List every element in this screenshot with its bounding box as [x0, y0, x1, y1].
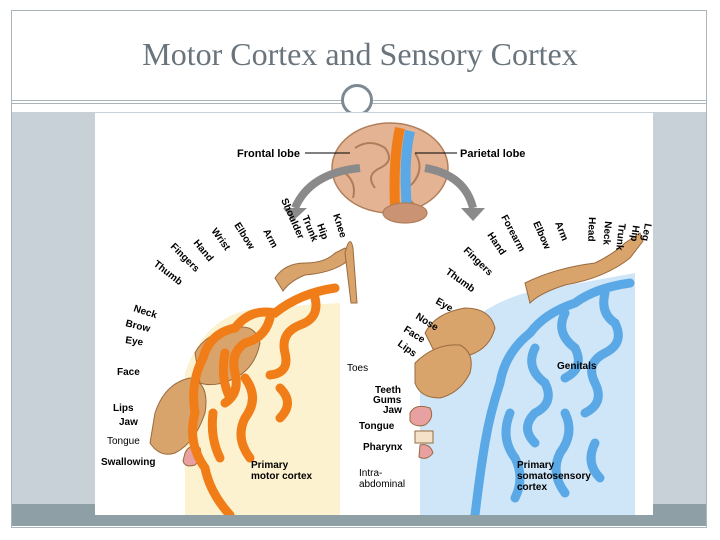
sensory-label-pharynx: Pharynx	[363, 442, 403, 453]
motor-arrow-head	[283, 208, 307, 221]
motor-cortex-folds	[188, 283, 340, 520]
cortex-diagram: Frontal lobe Parietal lobe	[95, 113, 653, 520]
sensory-label-trunk: Trunk	[613, 223, 627, 252]
sensory-label-intra: Intra-	[359, 468, 382, 479]
motor-label-wrist: Wrist	[209, 226, 233, 253]
sensory-label-neck: Neck	[600, 221, 613, 246]
frontal-lobe-label: Frontal lobe	[237, 148, 300, 160]
parietal-lobe-label: Parietal lobe	[460, 148, 525, 160]
sensory-cortex-title-line2: somatosensory	[517, 471, 591, 482]
circle-ornament	[341, 84, 373, 116]
motor-cortex-title-line2: motor cortex	[251, 471, 313, 482]
sensory-label-gums: Gums	[373, 395, 402, 406]
motor-label-hip: Hip	[314, 222, 330, 241]
slide-frame	[11, 10, 707, 528]
motor-label-elbow: Elbow	[231, 221, 256, 252]
sensory-cortex-folds	[470, 278, 635, 520]
sensory-homunculus	[409, 232, 644, 459]
slide-title: Motor Cortex and Sensory Cortex	[142, 36, 578, 72]
motor-label-swallowing: Swallowing	[101, 457, 155, 468]
sensory-label-elbow: Elbow	[530, 220, 552, 252]
motor-label-thumb: Thumb	[151, 259, 184, 288]
sensory-cortex-title-line1: Primary	[517, 460, 555, 471]
motor-cortex-title-line1: Primary	[251, 460, 289, 471]
cortex-diagram-svg: Frontal lobe Parietal lobe	[101, 122, 653, 520]
motor-label-toes: Toes	[347, 363, 368, 374]
motor-label-neck: Neck	[132, 303, 159, 321]
sensory-label-fingers: Fingers	[461, 245, 495, 278]
motor-arrow	[291, 164, 361, 210]
motor-label-tongue: Tongue	[107, 436, 140, 447]
motor-label-brow: Brow	[124, 318, 151, 335]
sensory-label-thumb: Thumb	[443, 267, 476, 295]
sensory-arrow-head	[461, 208, 485, 221]
sensory-label-tongue: Tongue	[359, 421, 395, 432]
motor-label-eye: Eye	[125, 335, 145, 348]
sensory-label-head: Head	[585, 217, 597, 242]
sensory-label-leg: Leg	[639, 222, 653, 241]
sensory-label-hip: Hip	[628, 225, 641, 242]
brain-icon	[331, 122, 449, 224]
sensory-cortex-title-line3: cortex	[517, 482, 547, 493]
motor-label-face: Face	[117, 367, 140, 378]
sensory-label-genitals: Genitals	[557, 361, 597, 372]
motor-label-lips: Lips	[113, 403, 134, 414]
sensory-label-arm: Arm	[552, 220, 570, 243]
motor-label-knee: Knee	[330, 213, 348, 240]
sensory-label-hand: Hand	[485, 231, 508, 258]
sensory-arrow	[424, 164, 477, 210]
sensory-label-teeth: Teeth	[375, 385, 401, 396]
motor-label-arm: Arm	[260, 227, 279, 250]
motor-label-jaw: Jaw	[119, 417, 138, 428]
sensory-label-abdominal: abdominal	[359, 479, 405, 490]
sensory-label-jaw: Jaw	[383, 405, 402, 416]
